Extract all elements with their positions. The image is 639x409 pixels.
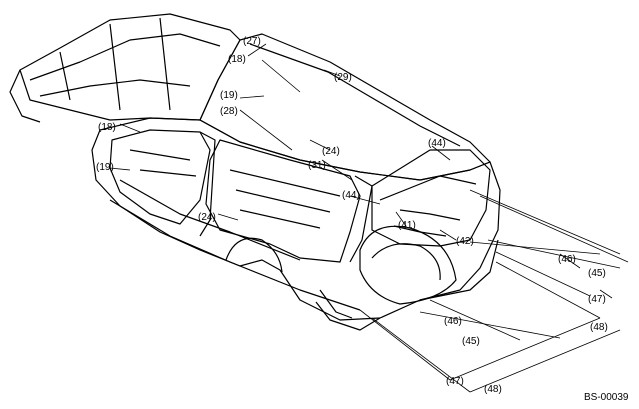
callout-24-floor: (24)	[198, 212, 216, 223]
callout-labels: (27) (18) (29) (19) (28) (18) (19) (24) …	[96, 36, 629, 403]
callout-28: (28)	[220, 106, 238, 117]
callout-19-top: (19)	[220, 90, 238, 101]
callout-29: (29)	[334, 72, 352, 83]
callout-18-top: (18)	[228, 54, 246, 65]
callout-48-right: (48)	[590, 322, 608, 333]
callout-45-bottom: (45)	[462, 336, 480, 347]
car-body-shell	[9, 13, 501, 331]
callout-27: (27)	[243, 36, 261, 47]
callout-45-right: (45)	[588, 268, 606, 279]
callout-47-right: (47)	[588, 294, 606, 305]
callout-48-bottom: (48)	[484, 384, 502, 395]
callout-42: (42)	[456, 236, 474, 247]
callout-47-bottom: (47)	[446, 376, 464, 387]
callout-46-right: (46)	[558, 254, 576, 265]
callout-44-mid: (44)	[342, 190, 360, 201]
leader-lines	[109, 43, 629, 393]
callout-46-bottom: (46)	[444, 316, 462, 327]
callout-44-top: (44)	[428, 138, 446, 149]
callout-31: (31)	[308, 160, 326, 171]
figure-code: BS-00039	[584, 392, 629, 403]
callout-18-left: (18)	[98, 122, 116, 133]
callout-41: (41)	[398, 220, 416, 231]
callout-24-roof: (24)	[322, 146, 340, 157]
callout-19-left: (19)	[96, 162, 114, 173]
